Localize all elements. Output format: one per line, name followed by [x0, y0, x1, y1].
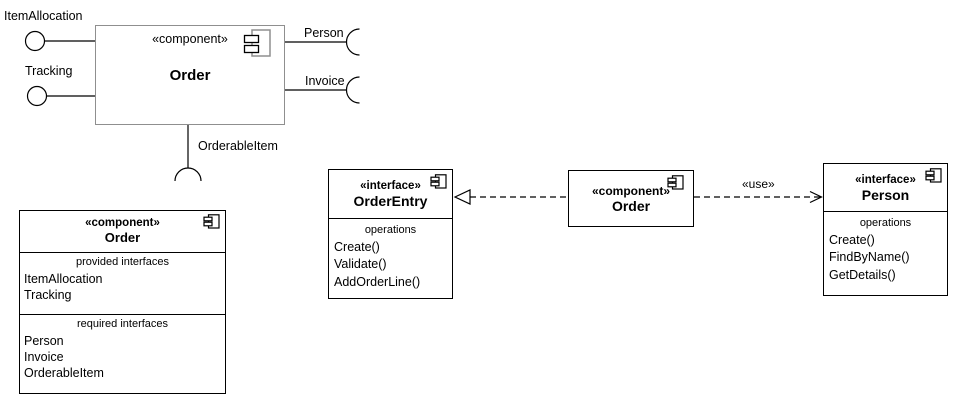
operation-item: Create() [334, 239, 380, 254]
component-name: Order [104, 230, 141, 245]
use-stereotype-label: «use» [742, 177, 775, 191]
component-box-order-detail: «component» Order provided interfaces It… [19, 210, 226, 394]
interface-box-person: «interface» Person operations Create() F… [823, 163, 948, 296]
operation-item: AddOrderLine() [334, 274, 421, 289]
component-stereotype: «component» [85, 217, 160, 229]
lollipop-icon [24, 30, 46, 52]
component-icon [430, 174, 447, 189]
component-stereotype: «component» [591, 184, 670, 198]
port-label-person: Person [304, 26, 344, 40]
component-icon [925, 168, 942, 183]
port-label-tracking: Tracking [25, 64, 73, 78]
port-label-orderableitem: OrderableItem [198, 139, 278, 153]
section-header: provided interfaces [76, 255, 169, 268]
provided-port-tracking [26, 85, 95, 107]
section-header: operations [859, 216, 912, 229]
hollow-triangle-arrowhead-icon [453, 189, 471, 205]
open-arrowhead-icon [809, 190, 823, 204]
required-interfaces-section: required interfaces Person Invoice Order… [20, 313, 225, 381]
component-name: Order [169, 67, 211, 84]
provided-port-itemallocation [24, 30, 95, 52]
interface-header: «interface» OrderEntry [329, 170, 452, 218]
interface-name: Person [861, 187, 910, 203]
component-box-order-middle: «component» Order [568, 170, 694, 227]
component-icon [667, 175, 684, 190]
interface-stereotype: «interface» [360, 180, 421, 192]
section-header: operations [364, 223, 417, 236]
interface-name: OrderEntry [353, 193, 428, 209]
operation-item: Validate() [334, 257, 387, 271]
port-label-itemallocation: ItemAllocation [4, 9, 83, 23]
required-interface-item: OrderableItem [24, 365, 104, 380]
component-icon [203, 214, 220, 229]
provided-interface-item: ItemAllocation [24, 271, 103, 286]
socket-icon [174, 167, 202, 182]
port-label-invoice: Invoice [305, 74, 345, 88]
component-name: Order [611, 198, 651, 214]
operations-section: operations Create() FindByName() GetDeta… [824, 210, 947, 285]
use-dependency-connector [694, 190, 823, 204]
provided-interfaces-section: provided interfaces ItemAllocation Track… [20, 251, 225, 314]
realization-connector [453, 189, 568, 205]
operation-item: GetDetails() [829, 267, 896, 282]
required-port-invoice [285, 76, 360, 104]
operation-item: Create() [829, 232, 875, 247]
interface-box-orderentry: «interface» OrderEntry operations Create… [328, 169, 453, 299]
component-stereotype: «component» [152, 32, 228, 46]
lollipop-icon [26, 85, 48, 107]
section-header: required interfaces [76, 317, 169, 330]
operations-section: operations Create() Validate() AddOrderL… [329, 217, 452, 292]
socket-icon [345, 28, 360, 56]
interface-header: «interface» Person [824, 164, 947, 211]
component-icon [243, 29, 271, 57]
required-interface-item: Person [24, 333, 64, 348]
interface-stereotype: «interface» [855, 174, 916, 186]
required-interface-item: Invoice [24, 349, 64, 364]
component-header: «component» Order [20, 211, 225, 252]
socket-icon [345, 76, 360, 104]
required-port-person [285, 28, 360, 56]
provided-interface-item: Tracking [24, 287, 72, 302]
required-port-orderableitem [174, 125, 202, 182]
component-box-order-external: «component» Order [95, 25, 285, 125]
operation-item: FindByName() [829, 250, 910, 264]
